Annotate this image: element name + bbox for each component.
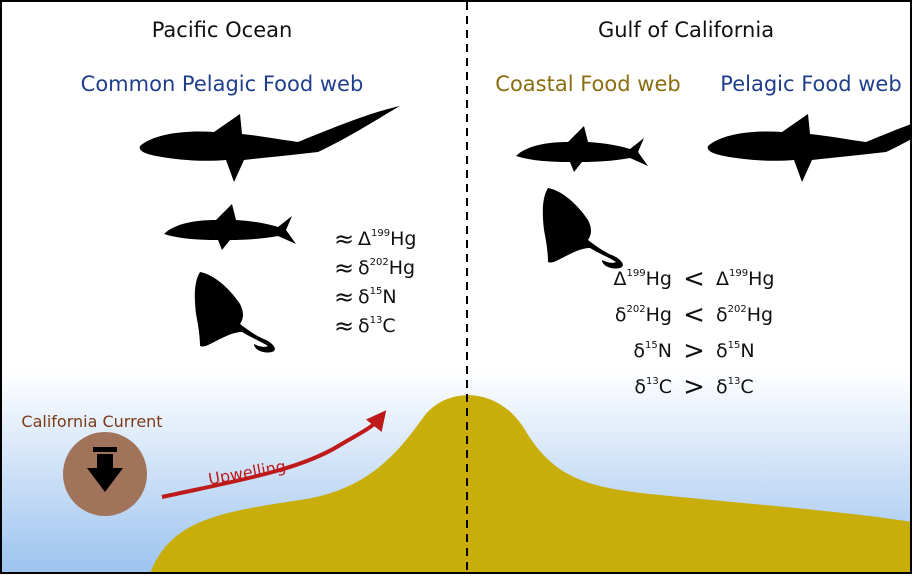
right-comparison-list: Δ199Hg < Δ199Hg δ202Hg < δ202Hg δ15N > δ15N δ13C >…	[614, 264, 775, 402]
left-isotope-3: δ13C	[358, 315, 396, 337]
thresher-shark-icon	[139, 106, 400, 182]
pelagic-food-web-label: Pelagic Food web	[720, 72, 901, 96]
comparison-right-3: δ13C	[716, 376, 754, 398]
left-isotope-1: δ202Hg	[358, 257, 415, 279]
approx-equal-symbol: ≈	[334, 254, 354, 282]
comparison-left-1: δ202Hg	[615, 304, 672, 326]
left-isotope-list: ≈Δ199Hg≈δ202Hg≈δ15N≈δ13C	[334, 225, 416, 340]
left-isotope-2: δ15N	[358, 286, 397, 308]
coastal-food-web-label: Coastal Food web	[495, 72, 680, 96]
upwelling-arrow	[161, 410, 387, 499]
comparison-left-0: Δ199Hg	[614, 268, 672, 290]
gulf-of-california-title: Gulf of California	[598, 18, 774, 42]
comparison-right-0: Δ199Hg	[716, 268, 774, 290]
comparison-operator-3: >	[683, 372, 705, 402]
approx-equal-symbol: ≈	[334, 283, 354, 311]
comparison-right-1: δ202Hg	[716, 304, 773, 326]
comparison-right-2: δ15N	[716, 340, 755, 362]
down-arrow-top-bar	[93, 447, 117, 452]
down-arrow-icon	[87, 454, 123, 492]
pelagic-thresher-shark-icon	[707, 106, 912, 182]
coastal-manta-ray-icon	[542, 188, 623, 269]
approx-equal-symbol: ≈	[334, 312, 354, 340]
manta-ray-icon	[194, 272, 275, 353]
approx-equal-symbol: ≈	[334, 225, 354, 253]
california-current-label: California Current	[21, 412, 162, 431]
comparison-left-2: δ15N	[633, 340, 672, 362]
left-isotope-0: Δ199Hg	[358, 228, 416, 250]
common-pelagic-food-web-label: Common Pelagic Food web	[81, 72, 364, 96]
comparison-left-3: δ13C	[634, 376, 672, 398]
comparison-operator-0: <	[683, 264, 705, 294]
comparison-operator-2: >	[683, 336, 705, 366]
pacific-ocean-title: Pacific Ocean	[152, 18, 293, 42]
coastal-shark-icon	[516, 126, 648, 172]
seamount-shape	[150, 395, 912, 574]
shark-icon	[164, 204, 296, 250]
comparison-operator-1: <	[683, 300, 705, 330]
